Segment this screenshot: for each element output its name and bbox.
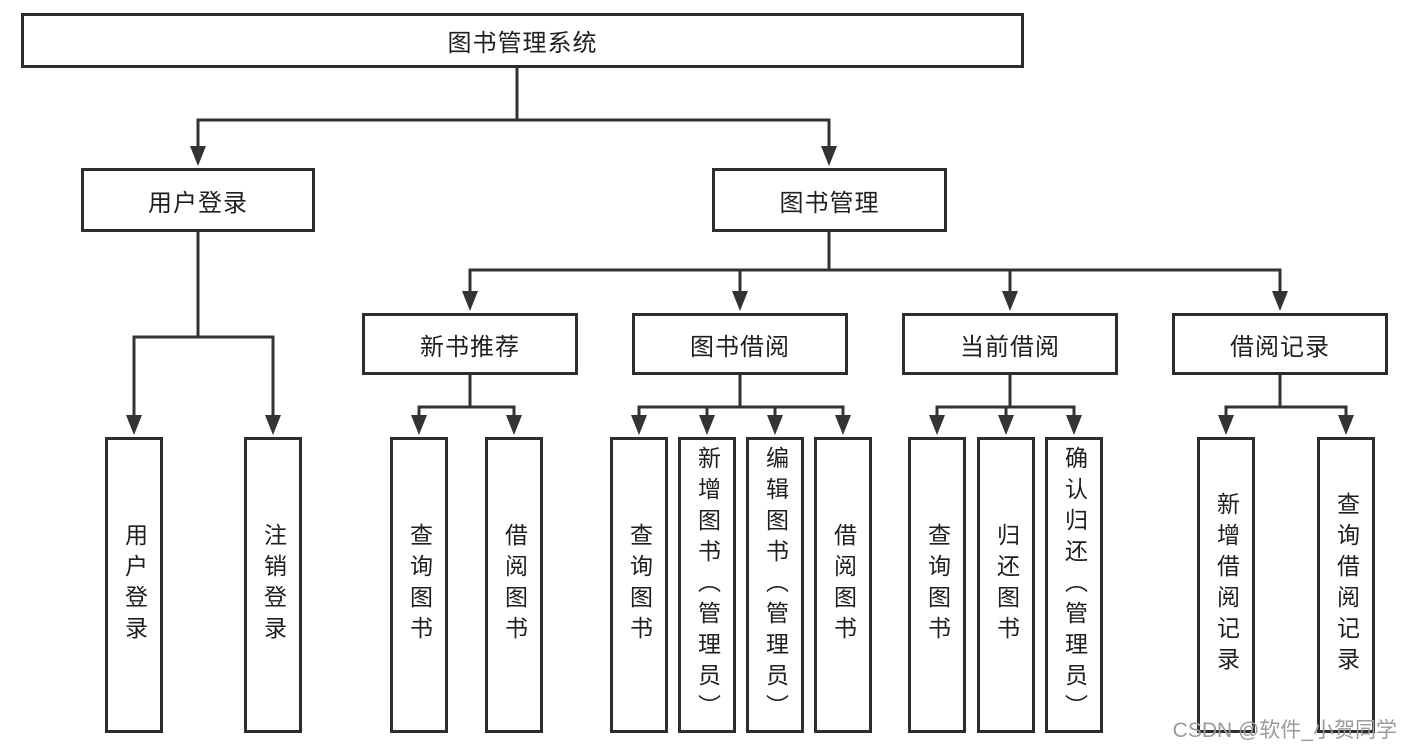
leaf-label: 查询图书 <box>406 523 433 647</box>
node-borrowing-records: 借阅记录 <box>1172 313 1388 375</box>
leaf-label: 归还图书 <box>993 523 1020 647</box>
leaf-label: 借阅图书 <box>501 523 528 647</box>
leaf-label: 用户登录 <box>121 523 148 647</box>
node-leaf-add-books-admin: 新增图书（管理员） <box>678 437 736 733</box>
leaf-label: 查询图书 <box>626 523 653 647</box>
node-book-borrowing: 图书借阅 <box>632 313 848 375</box>
node-book-management: 图书管理 <box>712 168 947 232</box>
node-new-book-recommendation: 新书推荐 <box>362 313 578 375</box>
leaf-label: 新增借阅记录 <box>1213 492 1240 678</box>
leaf-label: 借阅图书 <box>830 523 857 647</box>
node-leaf-query-books-current: 查询图书 <box>908 437 966 733</box>
node-leaf-logout: 注销登录 <box>244 437 302 733</box>
leaf-label: 确认归还（管理员） <box>1061 445 1088 725</box>
node-leaf-borrow-books: 借阅图书 <box>814 437 872 733</box>
csdn-watermark: CSDN @软件_小贺同学 <box>1172 719 1397 742</box>
node-leaf-query-books-borrowing: 查询图书 <box>610 437 668 733</box>
leaf-label: 查询图书 <box>924 523 951 647</box>
node-user-login: 用户登录 <box>81 168 315 232</box>
node-leaf-borrow-books-recommend: 借阅图书 <box>485 437 543 733</box>
node-leaf-add-borrow-record: 新增借阅记录 <box>1197 437 1255 733</box>
node-leaf-query-borrow-record: 查询借阅记录 <box>1317 437 1375 733</box>
node-leaf-edit-books-admin: 编辑图书（管理员） <box>746 437 804 733</box>
leaf-label: 注销登录 <box>260 523 287 647</box>
leaf-label: 查询借阅记录 <box>1333 492 1360 678</box>
node-leaf-confirm-return-admin: 确认归还（管理员） <box>1045 437 1103 733</box>
node-leaf-return-books: 归还图书 <box>977 437 1035 733</box>
leaf-label: 编辑图书（管理员） <box>762 445 789 725</box>
node-library-management-system: 图书管理系统 <box>21 13 1024 68</box>
node-leaf-user-login: 用户登录 <box>105 437 163 733</box>
node-leaf-query-books-recommend: 查询图书 <box>390 437 448 733</box>
node-current-borrowing: 当前借阅 <box>902 313 1118 375</box>
leaf-label: 新增图书（管理员） <box>694 445 721 725</box>
